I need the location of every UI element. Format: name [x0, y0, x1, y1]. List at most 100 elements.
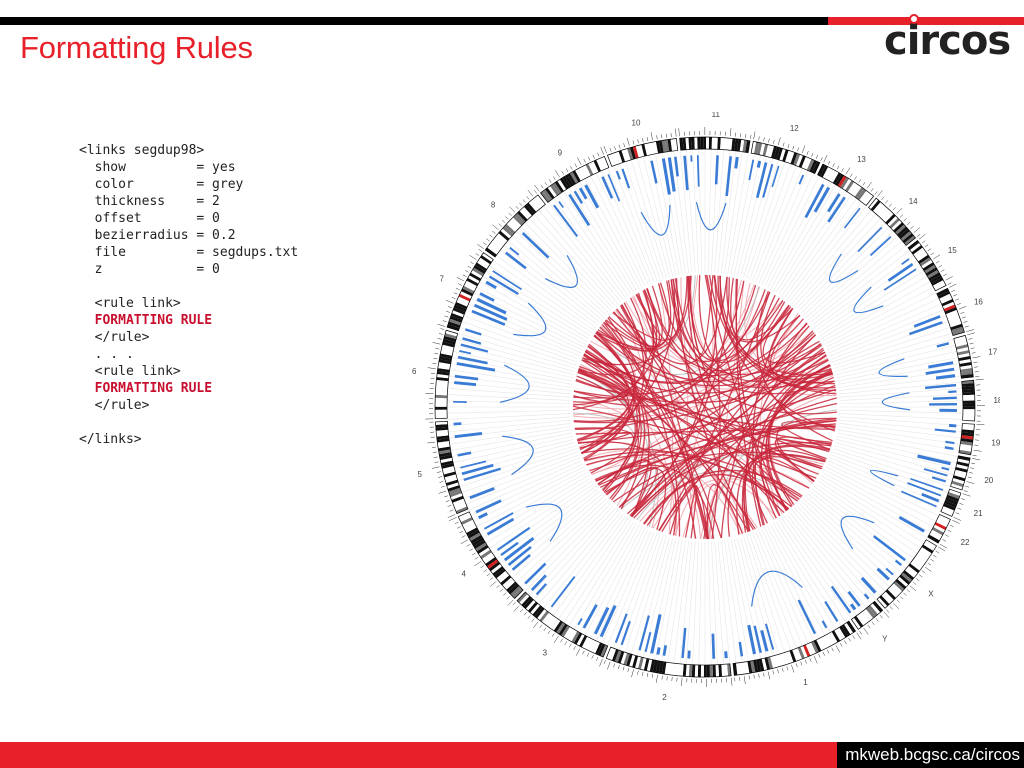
segdup-link	[584, 451, 802, 498]
histogram-bar	[621, 168, 631, 189]
ideogram-band	[652, 660, 658, 673]
tick-mark	[758, 673, 760, 678]
grid-line	[566, 521, 635, 630]
tick-mark	[522, 199, 526, 203]
grid-line	[623, 157, 664, 279]
ideogram-band	[962, 406, 976, 410]
tick-mark	[930, 558, 934, 562]
histogram-bar	[475, 499, 502, 514]
ideogram-band	[512, 215, 524, 226]
tick-mark	[740, 133, 742, 138]
ideogram-band	[958, 356, 971, 362]
ideogram-band	[466, 277, 479, 287]
grid-line	[443, 409, 571, 414]
ideogram-band	[827, 169, 837, 182]
ideogram-band	[776, 147, 783, 160]
grid-line	[740, 154, 775, 277]
tick-mark	[460, 539, 468, 545]
ideogram-band	[901, 572, 913, 583]
tick-mark	[603, 145, 607, 154]
ideogram-band	[494, 568, 506, 579]
tick-mark	[478, 248, 482, 252]
grid-line	[814, 486, 918, 562]
ideogram-band	[652, 141, 659, 154]
ideogram-band	[877, 205, 888, 217]
histogram-bar	[488, 275, 519, 295]
ideogram-band	[500, 575, 512, 586]
ideogram-band	[532, 605, 543, 617]
segdup-link	[704, 274, 721, 539]
tick-mark	[447, 514, 456, 518]
ideogram-band	[481, 552, 494, 562]
histogram-bar	[620, 620, 631, 646]
segdup-link	[703, 354, 827, 540]
segdup-link	[573, 289, 766, 401]
ideogram-band	[545, 187, 555, 200]
grid-line	[781, 191, 855, 297]
tick-mark	[753, 674, 755, 679]
ideogram-band	[441, 344, 454, 351]
segdup-link	[587, 345, 822, 470]
ideogram-band	[519, 208, 530, 220]
ideogram-band	[952, 329, 965, 336]
tick-mark	[665, 133, 667, 138]
ideogram-band	[724, 664, 729, 677]
tick-mark	[666, 676, 668, 681]
ideogram-band	[438, 362, 451, 367]
tick-mark	[526, 196, 530, 200]
ideogram-band	[887, 215, 898, 227]
tick-mark	[959, 502, 964, 505]
tick-mark	[576, 648, 581, 656]
ideogram-band	[437, 368, 450, 373]
histogram-bar	[454, 431, 483, 439]
tick-mark	[527, 189, 534, 197]
chromosome-label: 14	[909, 197, 918, 206]
tick-mark	[486, 573, 491, 577]
grid-line	[540, 512, 621, 612]
ideogram-band	[959, 446, 972, 452]
code-line: </links>	[79, 432, 142, 447]
histogram-bar	[550, 575, 576, 608]
tick-mark	[745, 134, 747, 139]
grid-line	[449, 435, 574, 464]
tick-mark	[449, 517, 457, 521]
tick-mark	[777, 137, 781, 146]
grid-line	[443, 400, 571, 405]
ideogram-band	[879, 595, 890, 607]
ideogram-band	[952, 478, 965, 485]
footer-url: mkweb.bcgsc.ca/circos	[837, 742, 1024, 768]
ideogram-band	[472, 537, 484, 547]
ideogram-band	[949, 321, 962, 328]
ideogram-band	[944, 307, 957, 315]
histogram-bar	[696, 155, 700, 187]
segdup-link	[765, 369, 832, 511]
ideogram-band	[904, 567, 916, 578]
tick-mark	[503, 592, 507, 596]
ideogram-band	[533, 196, 544, 208]
tick-mark	[777, 669, 779, 674]
ideogram-band	[456, 299, 469, 307]
ideogram-band	[436, 376, 449, 382]
code-line: thickness = 2	[79, 194, 220, 209]
ideogram-band	[844, 622, 854, 635]
histogram-bar	[925, 367, 955, 375]
ideogram-band	[920, 547, 932, 557]
ideogram-outline	[457, 511, 524, 600]
ideogram-band	[747, 661, 753, 674]
top-bar-red	[828, 17, 1024, 25]
ideogram-band	[435, 421, 448, 425]
grid-line	[508, 496, 605, 581]
chromosome-label: 12	[790, 124, 799, 133]
grid-line	[561, 519, 632, 627]
ideogram-band	[945, 497, 958, 505]
ideogram-band	[839, 625, 848, 638]
ideogram-band	[627, 147, 634, 160]
tick-mark	[919, 574, 923, 578]
tick-mark	[492, 230, 496, 234]
ideogram-band	[889, 218, 900, 229]
ideogram-band	[792, 648, 800, 662]
ideogram-band	[550, 184, 560, 196]
histogram-bar	[662, 645, 667, 656]
chromosome-label: 10	[632, 118, 641, 127]
ideogram-band	[447, 321, 461, 328]
